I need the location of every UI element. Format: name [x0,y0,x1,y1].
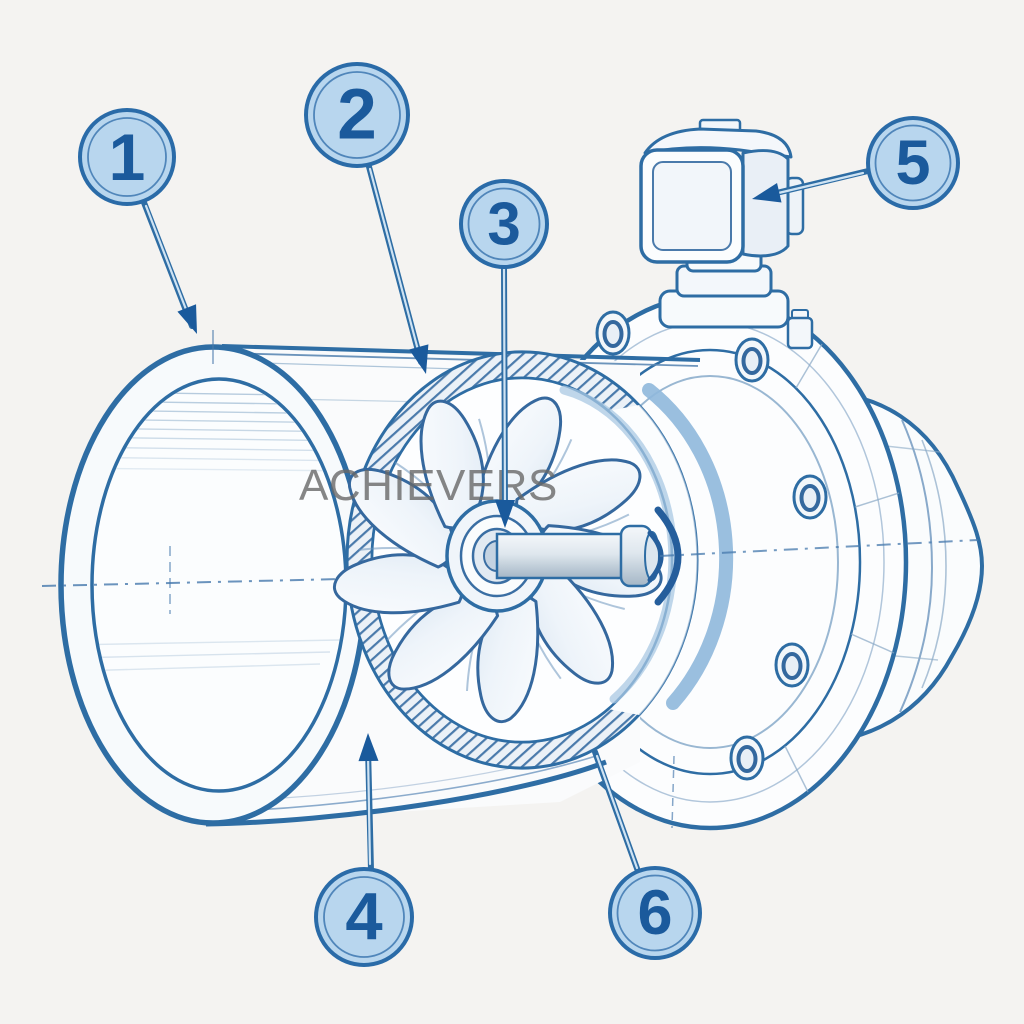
callout-6-number: 6 [637,878,672,948]
callout-3-number: 3 [487,191,520,258]
leader-line-5 [752,168,871,203]
pipe-inlet-opening [58,330,368,826]
leader-line-3 [495,262,515,528]
arrowhead-3 [495,500,515,528]
arrowhead-1 [177,304,197,334]
callout-5-number: 5 [895,128,930,198]
leader-line-1 [140,197,197,334]
flange-boss [786,309,814,350]
leader-line-4 [358,733,379,873]
centerline-left [41,546,471,614]
leader-lines [140,160,871,877]
bolt-hole [595,310,631,356]
leader-line-2 [365,160,429,374]
callout-2: 2 [304,62,410,168]
bolt-hole [774,642,810,688]
bolt-hole [734,337,770,383]
callout-4-number: 4 [345,880,382,955]
bolt-hole [729,735,765,781]
callout-1-number: 1 [109,120,146,194]
bore-band [642,383,734,710]
arrowhead-2 [409,344,429,374]
bolt-hole [792,474,828,520]
arrowhead-5 [752,182,782,203]
callout-1: 1 [78,108,176,206]
callouts: 1 2 3 4 5 6 [78,62,960,967]
sensor-box-panel [652,161,732,251]
callout-5: 5 [866,116,960,210]
callout-6: 6 [608,866,702,960]
callout-3: 3 [459,179,549,269]
leader-line-6 [592,749,642,877]
shaft [495,524,660,588]
sensor-box-side-face [741,149,790,258]
turbine-housing [326,350,734,770]
watermark-text: ACHIEVERS [299,461,558,510]
arrowhead-4 [358,733,379,762]
callout-4: 4 [314,867,414,967]
bolt-holes [595,310,828,781]
callout-2-number: 2 [337,76,377,155]
centerline-right [659,539,979,829]
